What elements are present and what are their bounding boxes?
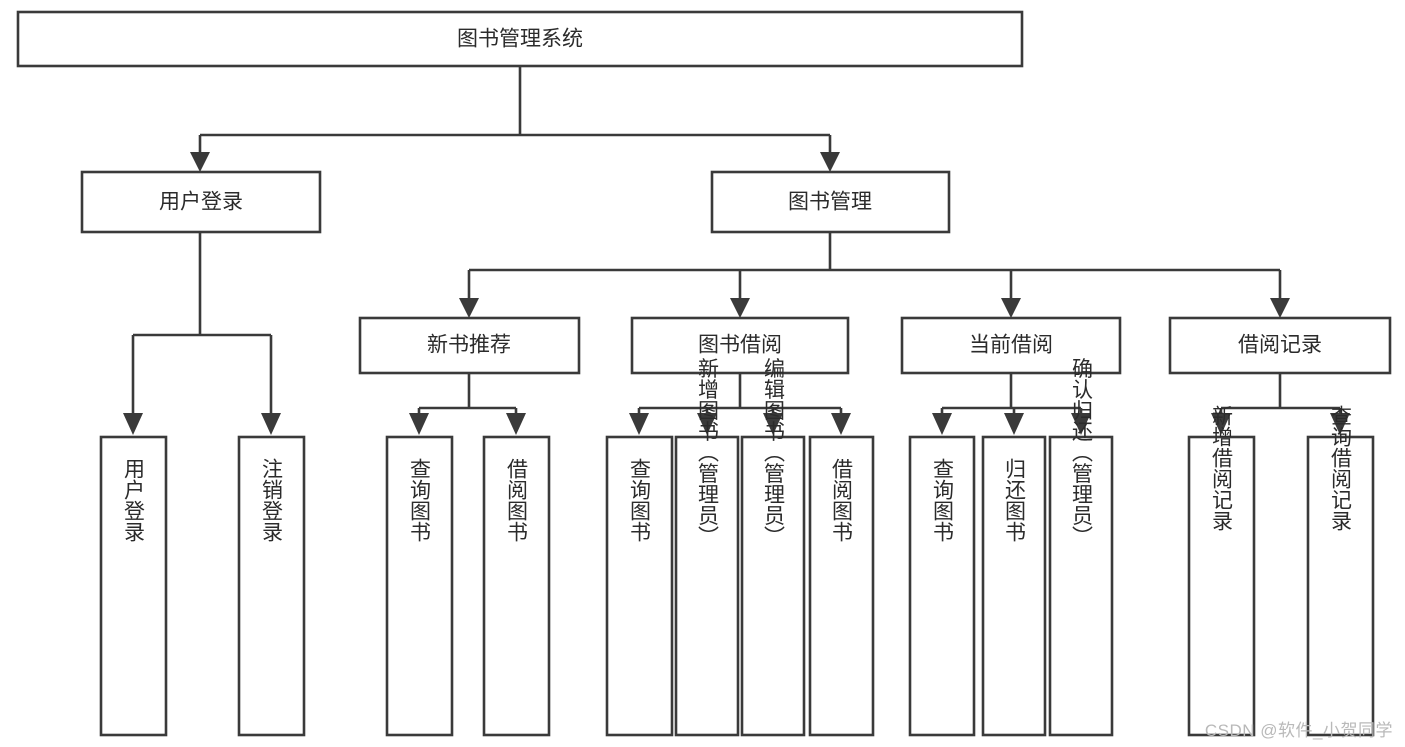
leaf-node-9-box[interactable] — [981, 435, 1047, 737]
node-current-borrow[interactable]: 当前借阅 — [900, 316, 1122, 375]
leaf-node-9[interactable]: 归还图书 — [981, 435, 1047, 737]
node-book-manage[interactable]: 图书管理 — [710, 170, 951, 234]
arrowhead-leaf-10 — [1071, 413, 1091, 435]
leaf-node-8-label: 查询图书 — [931, 458, 955, 542]
arrowhead-leaf-12 — [1330, 413, 1350, 435]
arrowhead-record — [1270, 298, 1290, 318]
leaf-node-1-label: 注销登录 — [260, 458, 284, 542]
leaf-node-8-box[interactable] — [908, 435, 976, 737]
arrowhead-leaf-11 — [1211, 413, 1231, 435]
node-new-book-recommend[interactable]: 新书推荐 — [358, 316, 581, 375]
arrowhead-leaf-8 — [932, 413, 952, 435]
leaf-node-10-box[interactable] — [1048, 435, 1114, 737]
node-book-borrow-label: 图书借阅 — [698, 334, 782, 357]
arrow-heads — [123, 152, 1350, 435]
node-current-borrow-box[interactable] — [900, 316, 1122, 375]
leaf-node-1[interactable]: 注销登录 — [237, 435, 306, 737]
arrowhead-leaf-3 — [506, 413, 526, 435]
arrowhead-leaf-1 — [261, 413, 281, 435]
node-book-manage-label: 图书管理 — [788, 191, 872, 214]
node-user-login-label: 用户登录 — [159, 191, 243, 214]
node-root[interactable]: 图书管理系统 — [16, 10, 1024, 68]
arrowhead-leaf-0 — [123, 413, 143, 435]
node-current-borrow-label: 当前借阅 — [969, 334, 1053, 357]
leaf-node-12[interactable]: 查询借阅记录 — [1306, 405, 1375, 737]
leaf-node-7[interactable]: 借阅图书 — [808, 435, 875, 737]
node-borrow-record-label: 借阅记录 — [1238, 334, 1322, 357]
leaf-node-2[interactable]: 查询图书 — [385, 435, 454, 737]
leaf-node-5-label: 新增图书（管理员） — [696, 358, 720, 547]
arrowhead-current-borrow — [1001, 298, 1021, 318]
arrowhead-leaf-5 — [697, 413, 717, 435]
leaf-node-7-box[interactable] — [808, 435, 875, 737]
leaf-node-0-label: 用户登录 — [122, 458, 146, 542]
leaf-node-6[interactable]: 编辑图书（管理员） — [740, 358, 806, 737]
leaf-node-3-box[interactable] — [482, 435, 551, 737]
leaf-node-12-box[interactable] — [1306, 435, 1375, 737]
leaf-node-6-box[interactable] — [740, 435, 806, 737]
leaf-node-4[interactable]: 查询图书 — [605, 435, 674, 737]
leaf-node-5[interactable]: 新增图书（管理员） — [674, 358, 740, 737]
leaf-node-0-box[interactable] — [99, 435, 168, 737]
arrowhead-borrow — [730, 298, 750, 318]
leaf-node-11-box[interactable] — [1187, 435, 1256, 737]
node-borrow-record-box[interactable] — [1168, 316, 1392, 375]
leaf-node-12-label: 查询借阅记录 — [1329, 405, 1353, 531]
arrowhead-new-book — [459, 298, 479, 318]
leaf-node-2-box[interactable] — [385, 435, 454, 737]
leaf-node-11[interactable]: 新增借阅记录 — [1187, 405, 1256, 737]
node-new-book-recommend-label: 新书推荐 — [427, 334, 511, 357]
leaf-node-0[interactable]: 用户登录 — [99, 435, 168, 737]
leaf-node-11-label: 新增借阅记录 — [1210, 405, 1234, 531]
arrowhead-leaf-2 — [409, 413, 429, 435]
leaf-node-4-label: 查询图书 — [628, 458, 652, 542]
arrowhead-leaf-9 — [1004, 413, 1024, 435]
leaf-node-3[interactable]: 借阅图书 — [482, 435, 551, 737]
arrowhead-user-login — [190, 152, 210, 172]
leaf-node-3-label: 借阅图书 — [505, 458, 529, 542]
leaf-node-5-box[interactable] — [674, 435, 740, 737]
arrowhead-leaf-7 — [831, 413, 851, 435]
leaf-node-9-label: 归还图书 — [1003, 458, 1027, 542]
leaf-node-10[interactable]: 确认归还（管理员） — [1048, 358, 1114, 737]
node-book-borrow-box[interactable] — [630, 316, 850, 375]
node-root-label: 图书管理系统 — [457, 28, 583, 51]
leaf-node-10-label: 确认归还（管理员） — [1070, 358, 1094, 547]
leaf-node-8[interactable]: 查询图书 — [908, 435, 976, 737]
leaf-node-7-label: 借阅图书 — [830, 458, 854, 542]
arrowhead-leaf-4 — [629, 413, 649, 435]
node-new-book-recommend-box[interactable] — [358, 316, 581, 375]
node-user-login[interactable]: 用户登录 — [80, 170, 322, 234]
leaf-node-2-label: 查询图书 — [408, 458, 432, 542]
node-book-borrow[interactable]: 图书借阅 — [630, 316, 850, 375]
node-borrow-record[interactable]: 借阅记录 — [1168, 316, 1392, 375]
leaf-node-6-label: 编辑图书（管理员） — [762, 358, 786, 547]
leaf-node-4-box[interactable] — [605, 435, 674, 737]
leaf-node-1-box[interactable] — [237, 435, 306, 737]
arrowhead-leaf-6 — [763, 413, 783, 435]
arrowhead-book-manage — [820, 152, 840, 172]
node-root-box[interactable] — [16, 10, 1024, 68]
node-user-login-box[interactable] — [80, 170, 322, 234]
node-book-manage-box[interactable] — [710, 170, 951, 234]
